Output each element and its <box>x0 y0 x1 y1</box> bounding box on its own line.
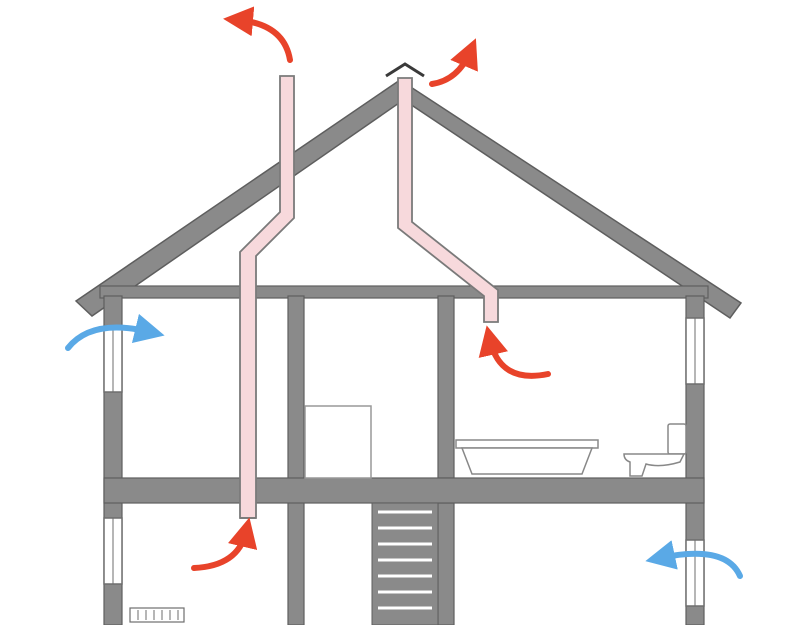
roof-vent-cap <box>385 62 425 78</box>
doorway <box>304 405 372 479</box>
chimney-duct-left <box>239 75 295 519</box>
interior-wall-bathroom <box>437 295 455 479</box>
exhaust-arrow-lower-floor <box>191 517 258 571</box>
middle-floor-slab <box>103 477 705 504</box>
exhaust-arrow-chimney <box>223 6 293 63</box>
bathtub <box>455 439 599 475</box>
toilet <box>623 423 687 477</box>
interior-wall-center <box>287 295 305 625</box>
roof-vent-duct-right <box>397 77 499 323</box>
intake-arrow-right-window <box>645 540 743 579</box>
attic-floor-beam <box>99 285 709 299</box>
roof-right-slope <box>398 78 743 320</box>
exhaust-arrow-bathroom <box>478 325 551 379</box>
interior-wall-stair <box>437 502 455 625</box>
intake-arrow-left-window <box>65 313 165 351</box>
exhaust-arrow-roof-vent <box>429 38 478 87</box>
staircase <box>371 502 439 625</box>
radiator <box>129 607 185 623</box>
